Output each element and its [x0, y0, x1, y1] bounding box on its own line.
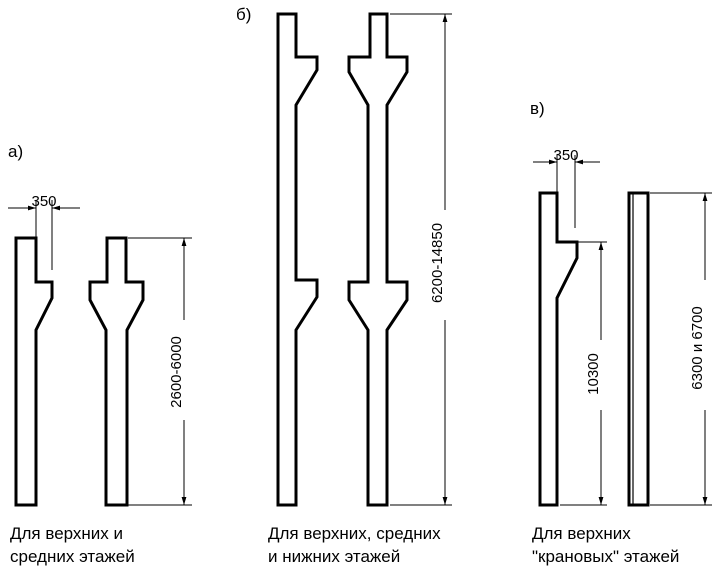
group-b-letter: б): [236, 5, 251, 24]
group-b-column-edge: [276, 12, 319, 507]
group-v-crane-column: [538, 191, 579, 507]
group-a-column-edge: [14, 236, 54, 507]
group-v-left-height-label: 10300: [585, 353, 602, 395]
group-a-width-label: 350: [31, 193, 56, 210]
group-a-caption-line-1: Для верхних и: [10, 524, 124, 543]
group-v-caption-line-2: "крановых" этажей: [532, 547, 680, 566]
group-b-height-label: 6200-14850: [429, 223, 446, 303]
group-a-column-middle: [88, 236, 145, 507]
group-a-caption-line-2: средних этажей: [10, 547, 135, 566]
group-b-caption: Для верхних, средних и нижних этажей: [268, 522, 441, 568]
group-a-letter: а): [8, 142, 23, 161]
group-a-width-dimension: [8, 200, 80, 270]
group-v-letter: в): [530, 99, 545, 118]
group-b-column-middle: [347, 12, 409, 507]
group-v-right-height-dimension: [650, 192, 712, 506]
group-v-left-height-dimension: [560, 241, 607, 506]
group-a-caption: Для верхних и средних этажей: [10, 522, 135, 568]
group-v-width-label: 350: [553, 147, 578, 164]
group-v-caption-line-1: Для верхних: [532, 524, 631, 543]
group-b-height-dimension: [390, 13, 452, 506]
group-v-caption: Для верхних "крановых" этажей: [532, 522, 679, 568]
group-b-caption-line-1: Для верхних, средних: [268, 524, 441, 543]
group-b-caption-line-2: и нижних этажей: [268, 547, 401, 566]
group-a-height-dimension: [128, 237, 192, 506]
group-a-height-label: 2600-6000: [168, 336, 185, 408]
group-v-straight-column: [627, 191, 650, 507]
group-v-width-dimension: [533, 155, 600, 228]
group-v-right-height-label: 6300 и 6700: [689, 306, 706, 389]
